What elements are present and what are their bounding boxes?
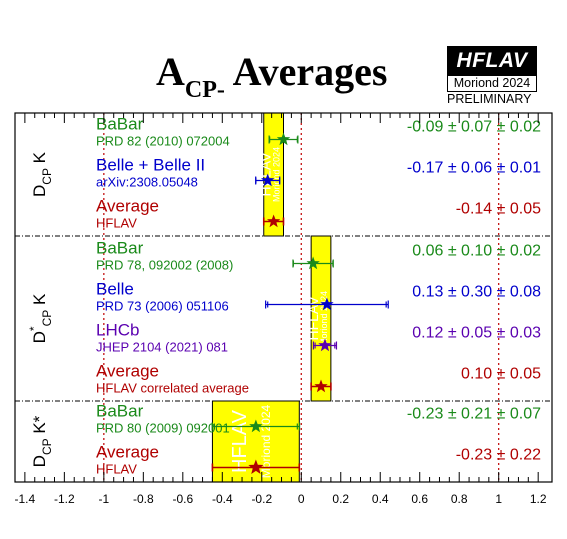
title-rest: Averages: [224, 49, 388, 94]
x-tick-label: 0.4: [372, 492, 389, 506]
group-label-tail: K*: [30, 415, 49, 438]
entry-reference: PRD 80 (2009) 092001: [96, 421, 230, 436]
entry-reference: HFLAV: [96, 216, 137, 231]
entry-name: Average: [96, 197, 159, 216]
chart-title: ACP- Averages: [156, 48, 446, 108]
band-watermark-sublabel: Moriond 2024: [319, 291, 329, 346]
entry-reference: PRD 78, 092002 (2008): [96, 258, 233, 273]
data-point-star: [318, 338, 332, 352]
entry-value-text: 0.13 ± 0.30 ± 0.08: [412, 284, 541, 301]
entry-reference: HFLAV: [96, 462, 137, 477]
x-tick-label: 1: [495, 492, 502, 506]
x-tick-label: -1.4: [15, 492, 36, 506]
data-point-star: [276, 132, 291, 146]
group-label-tail: K: [30, 151, 49, 168]
band-watermark-label: HFLAV: [305, 296, 321, 341]
average-band: [311, 236, 331, 401]
x-tick-label: -0.6: [172, 492, 193, 506]
entry-name: Average: [96, 362, 159, 381]
group-label-main: D: [30, 331, 49, 343]
entry-name: BaBar: [96, 402, 144, 421]
band-watermark-label: HFLAV: [258, 152, 274, 197]
group-label-main: D: [30, 185, 49, 197]
entry-name: LHCb: [96, 321, 139, 340]
x-tick-label: 0.8: [451, 492, 468, 506]
group-label-sup: *: [27, 326, 41, 331]
group-label: D*CP K: [27, 293, 54, 343]
entry-reference: HFLAV correlated average: [96, 381, 249, 396]
entry-reference: arXiv:2308.05048: [96, 175, 198, 190]
entry-name: BaBar: [96, 115, 144, 134]
entry-reference: PRD 82 (2010) 072004: [96, 134, 230, 149]
hflav-logo: HFLAV Moriond 2024: [447, 46, 537, 92]
group-label: DCP K: [30, 151, 54, 197]
entry-name: BaBar: [96, 239, 144, 258]
entry-value-text: -0.17 ± 0.06 ± 0.01: [407, 160, 541, 177]
x-tick-label: -1: [99, 492, 110, 506]
hflav-logo-edition: Moriond 2024: [447, 76, 537, 92]
data-point-star: [249, 419, 263, 433]
entry-value-text: 0.06 ± 0.10 ± 0.02: [412, 243, 541, 260]
x-tick-label: 0: [298, 492, 305, 506]
entry-reference: PRD 73 (2006) 051106: [96, 299, 229, 314]
x-tick-label: 0.2: [332, 492, 349, 506]
entry-name: Belle + Belle II: [96, 156, 205, 175]
plot-frame: [14, 112, 553, 483]
group-label-sub: CP: [40, 168, 54, 185]
entry-name: Belle: [96, 280, 134, 299]
data-point-star: [314, 379, 328, 393]
entry-value-text: -0.23 ± 0.22: [456, 447, 541, 464]
data-point-star: [248, 459, 264, 474]
data-point-star: [267, 214, 281, 228]
band-watermark-sublabel: Moriond 2024: [272, 147, 282, 202]
entry-value-text: 0.10 ± 0.05: [461, 366, 541, 383]
x-tick-label: 0.6: [411, 492, 428, 506]
x-tick-label: -1.2: [54, 492, 75, 506]
data-point-star: [261, 173, 275, 187]
entry-value-text: 0.12 ± 0.05 ± 0.03: [412, 325, 541, 342]
x-tick-label: 1.2: [530, 492, 547, 506]
entry-name: Average: [96, 443, 159, 462]
band-watermark-label: HFLAV: [229, 409, 251, 473]
group-label-sub: CP: [40, 438, 54, 455]
data-point-star: [306, 256, 320, 270]
title-subscript-suffix: -: [216, 77, 225, 103]
entry-value-text: -0.23 ± 0.21 ± 0.07: [407, 406, 541, 423]
entry-value-text: -0.09 ± 0.07 ± 0.02: [407, 119, 541, 136]
title-main-letter: A: [156, 49, 185, 94]
title-subscript: CP-: [185, 77, 225, 103]
average-band: [263, 113, 284, 236]
group-label-tail: K: [30, 293, 49, 310]
group-label-sub: CP: [40, 310, 54, 327]
preliminary-label: PRELIMINARY: [447, 92, 532, 106]
x-tick-label: -0.2: [251, 492, 272, 506]
group-label: DCP K*: [30, 415, 54, 467]
x-tick-label: -0.4: [212, 492, 233, 506]
x-tick-label: -0.8: [133, 492, 154, 506]
entry-value-text: -0.14 ± 0.05: [456, 201, 541, 218]
entry-reference: JHEP 2104 (2021) 081: [96, 340, 228, 355]
data-point-star: [320, 297, 334, 311]
title-subscript-text: CP: [184, 77, 217, 103]
average-band-border: [310, 235, 332, 402]
hflav-logo-brand: HFLAV: [447, 46, 537, 76]
band-watermark-sublabel: Moriond 2024: [259, 404, 273, 478]
group-label-main: D: [30, 455, 49, 467]
